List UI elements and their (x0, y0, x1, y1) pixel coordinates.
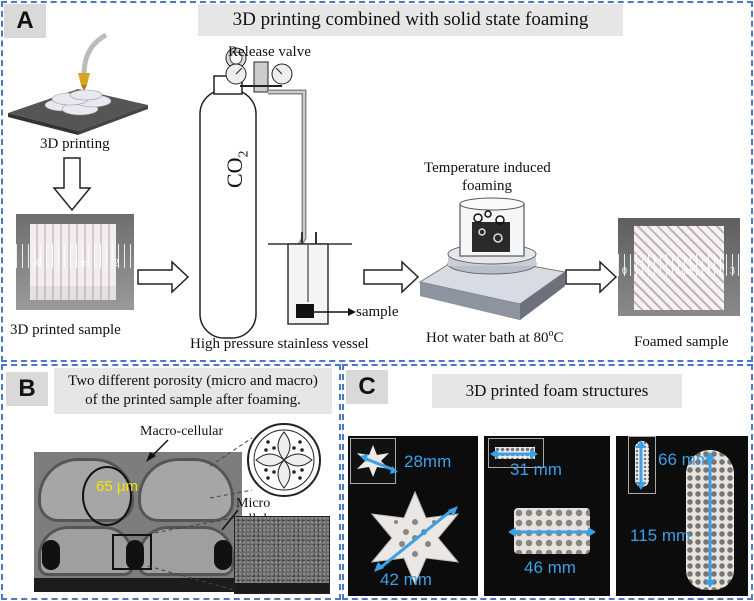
panel-b-title-line2: of the printed sample after foaming. (85, 392, 301, 408)
label-star-small: 28mm (404, 452, 452, 471)
rectangle-photo: 31 mm 46 mm (484, 436, 610, 596)
ruler-foamed-3: 3 (730, 266, 735, 277)
schematic-dash-lines (146, 437, 253, 591)
panel-a (1, 1, 753, 362)
micro-zoom-infobar (235, 583, 329, 593)
sem-void-2 (126, 540, 144, 570)
foamed-sample-photo: 0 1 cm 2 3 (618, 218, 740, 316)
foamed-sample-ruler (618, 254, 740, 276)
label-hot-water: Hot water bath at 80oC (426, 328, 563, 347)
sem-bead-2 (138, 458, 234, 522)
sole-arrows (636, 440, 715, 588)
right-arrow-icon-2 (363, 260, 420, 294)
label-sample: sample (356, 304, 399, 320)
label-temperature-1: Temperature induced (424, 160, 551, 176)
printed-sample-ruler (16, 244, 134, 268)
panel-b-title-line1: Two different porosity (micro and macro) (68, 373, 318, 389)
ruler-foamed-1: 1 cm (674, 266, 694, 277)
micro-zoom-image (234, 516, 330, 594)
sem-scale-label: 65 μm (96, 478, 138, 495)
label-3d-printing: 3D printing (40, 136, 110, 152)
label-printed-sample: 3D printed sample (10, 322, 121, 338)
sem-infobar (34, 578, 242, 592)
hot-water-bath (418, 197, 567, 320)
sem-highlight-square (112, 534, 152, 570)
hot-water-degree: o (548, 328, 554, 339)
sem-void-3 (214, 540, 232, 570)
panel-c-title: 3D printed foam structures (432, 374, 682, 408)
panel-b (1, 364, 341, 600)
label-foamed-sample: Foamed sample (634, 334, 729, 350)
star-photo: 28mm 42 mm (348, 436, 478, 596)
label-rect-small: 31 mm (510, 460, 562, 479)
label-rect-large: 46 mm (524, 558, 576, 577)
label-micro-cellular-1: Micro (236, 496, 271, 511)
label-sole-small: 66 mm (658, 450, 710, 469)
pressure-vessel (268, 232, 356, 325)
panel-b-title: Two different porosity (micro and macro)… (54, 368, 332, 414)
right-arrow-icon-1 (137, 260, 190, 294)
printed-sample-photo: 0 1 cm 2 (16, 214, 134, 310)
ruler-foamed-0: 0 (622, 266, 627, 277)
label-vessel: High pressure stainless vessel (190, 336, 369, 352)
panel-b-letter: B (6, 372, 48, 406)
rect-arrows (490, 449, 596, 537)
ruler-foamed-2: 2 (706, 266, 711, 277)
hot-water-text: Hot water bath at 80 (426, 330, 549, 346)
sem-highlight-circle (82, 466, 132, 526)
panel-a-letter: A (4, 4, 46, 38)
label-temperature-2: foaming (462, 178, 512, 194)
sole-photo: 66 mm 115 mm (616, 436, 748, 596)
sem-void-1 (42, 540, 60, 570)
macro-cell-schematic (247, 423, 321, 497)
down-arrow-icon (52, 157, 92, 212)
label-release-valve: Release valve (228, 44, 311, 60)
ruler-printed-1: 1 cm (68, 258, 88, 269)
hot-water-unit: C (553, 330, 564, 346)
sem-image: 65 μm (34, 452, 242, 592)
panel-c-letter: C (346, 370, 388, 404)
printer-illustration (8, 32, 148, 135)
label-sole-large: 115 mm (630, 526, 691, 545)
label-macro-cellular: Macro-cellular (140, 424, 224, 439)
ruler-printed-0: 0 (36, 258, 41, 269)
co2-cylinder (199, 47, 257, 339)
ruler-printed-2: 2 (114, 258, 119, 269)
star-arrows (360, 454, 458, 572)
right-arrow-icon-3 (565, 260, 618, 294)
label-star-large: 42 mm (380, 570, 432, 589)
panel-a-title: 3D printing combined with solid state fo… (198, 4, 623, 36)
panel-c (342, 364, 753, 600)
